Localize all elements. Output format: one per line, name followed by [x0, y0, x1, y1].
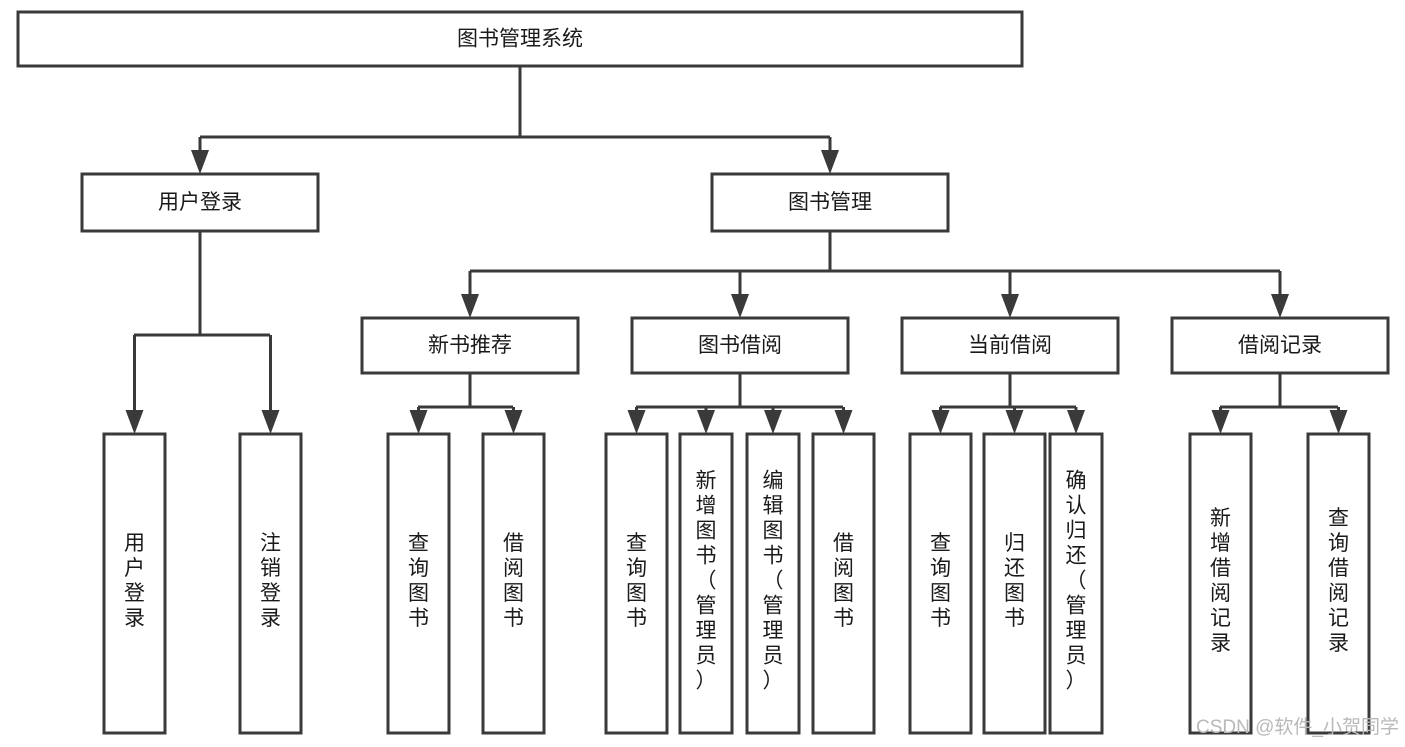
node-book-borrow[interactable]: 图书借阅	[630, 316, 850, 375]
node-box-leaf-edit-book[interactable]	[745, 432, 801, 735]
arrow-to-leaf-confirm-return	[1067, 410, 1085, 434]
node-box-leaf-query-book-1[interactable]	[386, 432, 451, 735]
node-leaf-add-record[interactable]: 新增借阅记录	[1188, 432, 1253, 735]
connector-layer	[125, 66, 1348, 434]
node-leaf-confirm-return[interactable]: 确认归还（管理员）	[1048, 432, 1104, 735]
node-label-leaf-query-record: 查询借阅记录	[1328, 507, 1349, 655]
node-label-current-borrow: 当前借阅	[968, 334, 1052, 357]
node-box-book-borrow[interactable]	[630, 316, 850, 375]
node-layer: 图书管理系统用户登录图书管理新书推荐图书借阅当前借阅借阅记录用户登录注销登录查询…	[16, 10, 1390, 735]
node-leaf-add-book[interactable]: 新增图书（管理员）	[678, 432, 734, 735]
node-label-new-book-rec: 新书推荐	[428, 334, 512, 357]
node-box-leaf-add-book[interactable]	[678, 432, 734, 735]
node-box-borrow-record[interactable]	[1170, 316, 1390, 375]
node-new-book-rec[interactable]: 新书推荐	[360, 316, 580, 375]
node-box-leaf-borrow-book-2[interactable]	[811, 432, 876, 735]
arrow-to-leaf-add-book	[697, 410, 715, 434]
node-box-leaf-add-record[interactable]	[1188, 432, 1253, 735]
arrow-to-leaf-borrow-book-1	[504, 410, 523, 434]
arrow-to-book-manage	[821, 150, 839, 174]
arrow-to-book-borrow	[731, 294, 749, 318]
node-leaf-logout[interactable]: 注销登录	[238, 432, 303, 735]
node-book-manage[interactable]: 图书管理	[710, 172, 950, 233]
node-borrow-record[interactable]: 借阅记录	[1170, 316, 1390, 375]
arrow-to-new-book-rec	[461, 294, 479, 318]
node-leaf-query-book-1[interactable]: 查询图书	[386, 432, 451, 735]
node-label-leaf-logout: 注销登录	[260, 532, 281, 630]
arrow-to-borrow-record	[1271, 294, 1289, 318]
node-label-leaf-add-record: 新增借阅记录	[1210, 507, 1231, 655]
node-box-leaf-user-login[interactable]	[102, 432, 167, 735]
node-leaf-return-book[interactable]: 归还图书	[982, 432, 1047, 735]
node-label-leaf-borrow-book-2: 借阅图书	[833, 532, 854, 630]
node-user-login[interactable]: 用户登录	[80, 172, 320, 233]
node-leaf-query-record[interactable]: 查询借阅记录	[1306, 432, 1371, 735]
arrow-to-leaf-borrow-book-2	[834, 410, 853, 434]
node-box-leaf-return-book[interactable]	[982, 432, 1047, 735]
node-box-leaf-query-record[interactable]	[1306, 432, 1371, 735]
node-box-user-login[interactable]	[80, 172, 320, 233]
node-label-root: 图书管理系统	[457, 28, 583, 51]
node-label-book-manage: 图书管理	[788, 191, 872, 214]
arrow-to-current-borrow	[1001, 294, 1019, 318]
node-leaf-borrow-book-2[interactable]: 借阅图书	[811, 432, 876, 735]
arrow-to-leaf-query-book-3	[931, 410, 950, 434]
arrow-to-leaf-logout	[261, 410, 280, 434]
node-current-borrow[interactable]: 当前借阅	[900, 316, 1120, 375]
csdn-watermark: CSDN @软件_小贺同学	[1196, 716, 1399, 738]
node-label-leaf-query-book-3: 查询图书	[930, 532, 951, 630]
arrow-to-leaf-query-book-2	[627, 410, 646, 434]
node-box-current-borrow[interactable]	[900, 316, 1120, 375]
node-label-leaf-return-book: 归还图书	[1004, 532, 1025, 630]
arrow-to-leaf-user-login	[125, 410, 144, 434]
node-leaf-query-book-3[interactable]: 查询图书	[908, 432, 973, 735]
node-label-leaf-query-book-2: 查询图书	[626, 532, 647, 630]
node-box-leaf-query-book-3[interactable]	[908, 432, 973, 735]
node-label-book-borrow: 图书借阅	[698, 334, 782, 357]
node-label-leaf-query-book-1: 查询图书	[408, 532, 429, 630]
arrow-to-leaf-query-record	[1329, 410, 1348, 434]
node-label-borrow-record: 借阅记录	[1238, 334, 1322, 357]
arrow-to-leaf-add-record	[1211, 410, 1230, 434]
node-leaf-query-book-2[interactable]: 查询图书	[604, 432, 669, 735]
arrow-to-leaf-return-book	[1005, 410, 1024, 434]
node-box-leaf-confirm-return[interactable]	[1048, 432, 1104, 735]
node-label-leaf-borrow-book-1: 借阅图书	[503, 532, 524, 630]
node-label-leaf-confirm-return: 确认归还（管理员）	[1066, 470, 1087, 693]
node-box-leaf-logout[interactable]	[238, 432, 303, 735]
node-leaf-borrow-book-1[interactable]: 借阅图书	[481, 432, 546, 735]
arrow-to-user-login	[191, 150, 209, 174]
node-label-leaf-add-book: 新增图书（管理员）	[696, 470, 717, 693]
arrow-to-leaf-query-book-1	[409, 410, 428, 434]
node-box-root[interactable]	[16, 10, 1024, 68]
node-label-leaf-user-login: 用户登录	[124, 532, 145, 630]
node-box-leaf-borrow-book-1[interactable]	[481, 432, 546, 735]
node-label-leaf-edit-book: 编辑图书（管理员）	[763, 470, 784, 693]
node-box-new-book-rec[interactable]	[360, 316, 580, 375]
arrow-to-leaf-edit-book	[764, 410, 782, 434]
node-box-leaf-query-book-2[interactable]	[604, 432, 669, 735]
node-leaf-edit-book[interactable]: 编辑图书（管理员）	[745, 432, 801, 735]
node-root[interactable]: 图书管理系统	[16, 10, 1024, 68]
node-leaf-user-login[interactable]: 用户登录	[102, 432, 167, 735]
node-label-user-login: 用户登录	[158, 191, 242, 214]
node-box-book-manage[interactable]	[710, 172, 950, 233]
